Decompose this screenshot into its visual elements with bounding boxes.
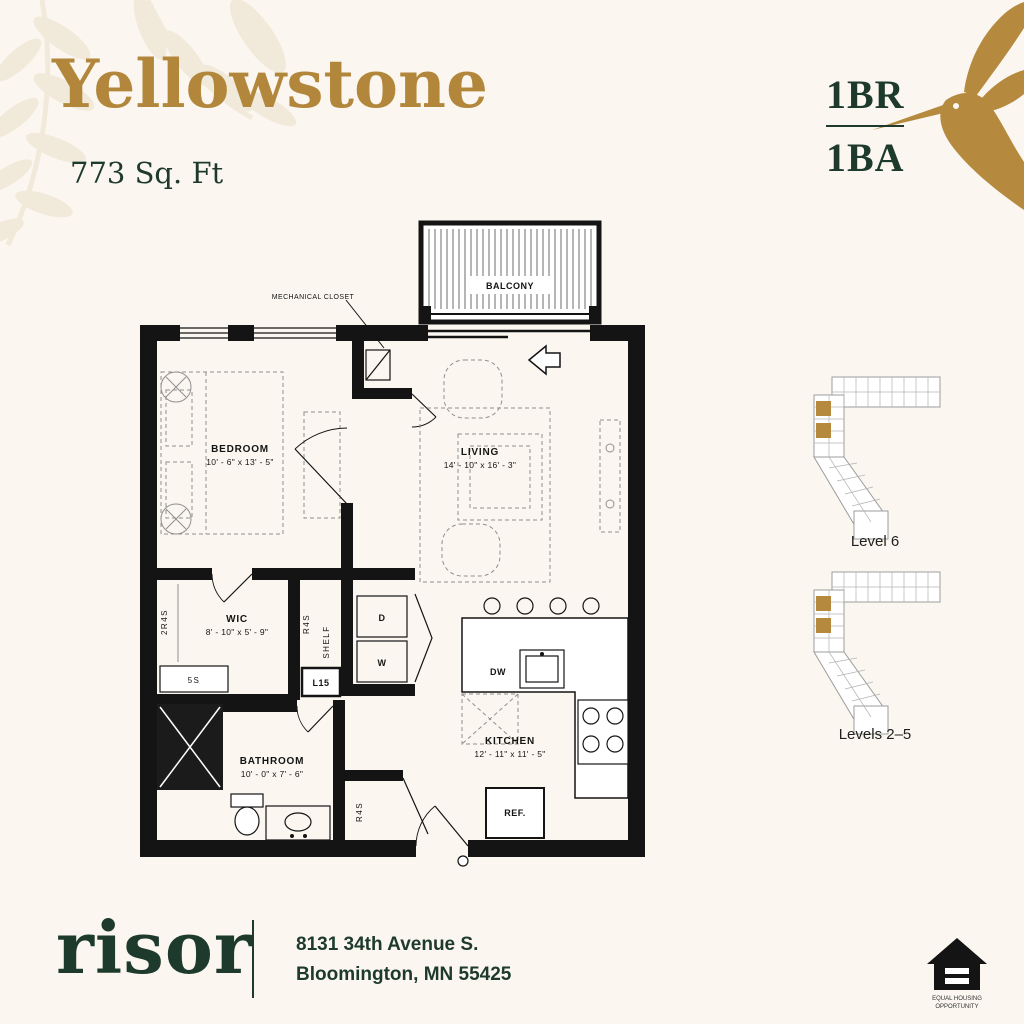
bedroom: BEDROOM 10' - 6" x 13' - 5" bbox=[160, 371, 341, 535]
entry-door-knob bbox=[457, 855, 469, 867]
sliding-door bbox=[428, 329, 590, 339]
bedroom-label: BEDROOM bbox=[211, 444, 269, 455]
unit-highlight bbox=[816, 423, 831, 438]
equal-housing-text-2: OPPORTUNITY bbox=[935, 1004, 978, 1010]
door-direction-arrow-icon bbox=[527, 344, 561, 376]
refrigerator: REF. bbox=[485, 787, 545, 839]
mechanical-closet-label: MECHANICAL CLOSET bbox=[272, 294, 355, 301]
dining-table bbox=[457, 433, 543, 521]
shelf-label: SHELF bbox=[322, 625, 331, 658]
linen-label: L15 bbox=[312, 678, 329, 688]
bedroom-door bbox=[294, 427, 353, 580]
balcony: BALCONY bbox=[418, 220, 602, 325]
balcony-label: BALCONY bbox=[486, 281, 534, 291]
living-label: LIVING bbox=[461, 447, 499, 458]
footer-divider bbox=[252, 920, 254, 998]
bedroom-count: 1BR bbox=[826, 72, 905, 117]
exterior-walls bbox=[140, 325, 645, 857]
vanity-sink bbox=[265, 805, 331, 841]
bifold-door bbox=[414, 593, 433, 683]
leaf-watermark-icon bbox=[0, 0, 297, 247]
kitchen-label: KITCHEN bbox=[485, 736, 535, 747]
window bbox=[180, 327, 336, 339]
brand-logo: risor bbox=[56, 905, 253, 990]
shelf-closet: R4S SHELF L15 bbox=[300, 614, 342, 698]
floorplan-drawing: BALCONY bbox=[140, 220, 645, 867]
nightstand bbox=[160, 371, 192, 535]
entry-rod-shelf-label: R4S bbox=[355, 802, 364, 822]
keyplan-level-6-label: Level 6 bbox=[850, 533, 900, 550]
wic-rod-shelf-label: R4S bbox=[302, 614, 311, 634]
address-block: 8131 34th Avenue S. Bloomington, MN 5542… bbox=[296, 930, 511, 990]
dishwasher-label: DW bbox=[490, 667, 506, 677]
shelf-5s-label: 5S bbox=[188, 676, 201, 685]
plan-square-footage: 773 Sq. Ft bbox=[70, 156, 224, 190]
wic-label: WIC bbox=[226, 614, 248, 625]
bedroom-dimensions: 10' - 6" x 13' - 5" bbox=[206, 457, 273, 467]
living-dimensions: 14' - 10" x 16' - 3" bbox=[444, 460, 516, 470]
walk-in-closet: 5S 2R4S WIC 8' - 10" x 5' - 9" bbox=[157, 580, 300, 706]
plan-title: Yellowstone bbox=[52, 45, 488, 123]
armchair bbox=[441, 523, 501, 577]
unit-highlight bbox=[816, 401, 831, 416]
future-cabinet bbox=[461, 693, 519, 745]
entry: R4S bbox=[345, 770, 469, 867]
wic-dimensions: 8' - 10" x 5' - 9" bbox=[206, 627, 268, 637]
living-room: LIVING 14' - 10" x 16' - 3" bbox=[419, 359, 621, 583]
toilet bbox=[230, 793, 264, 836]
kitchen: DW REF. KITCHEN 12' - 11" x 11' - 5" bbox=[461, 597, 629, 839]
kitchen-sink bbox=[519, 649, 565, 689]
equal-housing-logo-icon: EQUAL HOUSING OPPORTUNITY bbox=[927, 938, 987, 1010]
bed-bath-divider bbox=[826, 125, 904, 127]
shower bbox=[157, 704, 223, 790]
address-line-2: Bloomington, MN 55425 bbox=[296, 964, 512, 985]
closet-rod-shelf-label: 2R4S bbox=[160, 609, 169, 635]
mechanical-closet: MECHANICAL CLOSET bbox=[272, 294, 437, 428]
equal-housing-text-1: EQUAL HOUSING bbox=[932, 996, 982, 1002]
bed-bath-block: 1BR 1BA bbox=[826, 74, 926, 179]
kitchen-dimensions: 12' - 11" x 11' - 5" bbox=[474, 749, 545, 759]
bar-stools bbox=[483, 597, 600, 615]
dresser bbox=[303, 411, 341, 519]
stove bbox=[577, 699, 629, 765]
linen-closet bbox=[300, 666, 342, 698]
media-console bbox=[599, 419, 621, 533]
bathroom-label: BATHROOM bbox=[240, 756, 305, 767]
bathroom-count: 1BA bbox=[826, 135, 905, 180]
keyplan-levels-2-5 bbox=[813, 571, 941, 735]
rug bbox=[419, 407, 551, 583]
bathroom-dimensions: 10' - 0" x 7' - 6" bbox=[241, 769, 303, 779]
armchair bbox=[443, 359, 503, 419]
bathroom: BATHROOM 10' - 0" x 7' - 6" bbox=[157, 700, 345, 841]
keyplan-level-6 bbox=[813, 376, 941, 540]
address-line-1: 8131 34th Avenue S. bbox=[296, 934, 479, 955]
refrigerator-label: REF. bbox=[504, 808, 526, 818]
keyplan-levels-2-5-label: Levels 2–5 bbox=[838, 726, 912, 743]
corridor-wall bbox=[157, 568, 415, 603]
dryer-label: D bbox=[379, 613, 386, 623]
laundry-closet: D W bbox=[341, 580, 433, 696]
washer-label: W bbox=[378, 658, 387, 668]
hummingbird-logo-icon bbox=[872, 2, 1024, 210]
